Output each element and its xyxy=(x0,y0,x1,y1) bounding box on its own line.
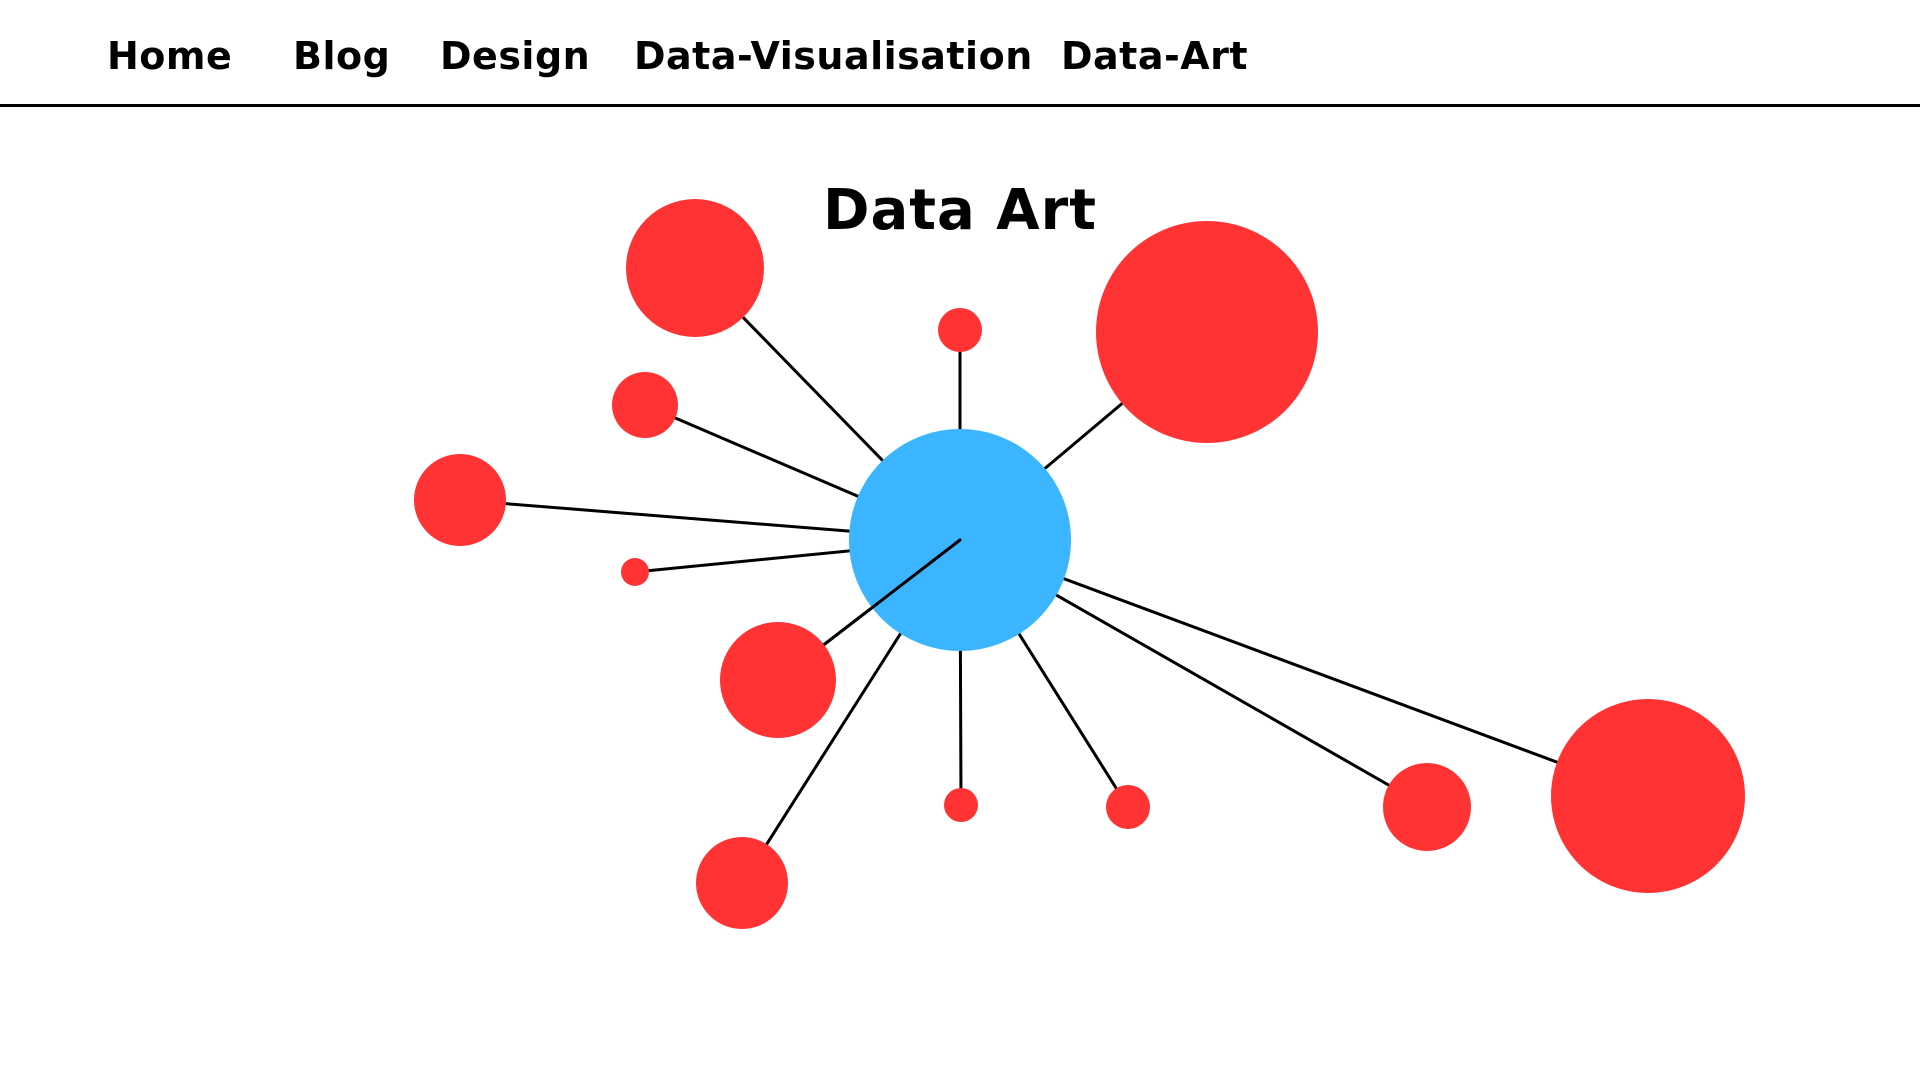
node-circle xyxy=(621,558,649,586)
node-circle xyxy=(696,837,788,929)
nav-design-link[interactable]: Design xyxy=(440,34,591,78)
node-circle xyxy=(720,622,836,738)
node-circle xyxy=(414,454,506,546)
node-circle xyxy=(944,788,978,822)
node-circle xyxy=(626,199,764,337)
node-circle xyxy=(1551,699,1745,893)
nav-blog-link[interactable]: Blog xyxy=(293,34,391,78)
node-circle xyxy=(1383,763,1471,851)
title-container: Data Art xyxy=(760,178,1160,243)
nav-data-art-link[interactable]: Data-Art xyxy=(1061,34,1249,78)
page-title: Data Art xyxy=(822,178,1098,243)
node-circle xyxy=(1096,221,1318,443)
nav-home-link[interactable]: Home xyxy=(107,34,233,78)
node-circle xyxy=(1106,785,1150,829)
node-circle xyxy=(938,308,982,352)
nodes xyxy=(414,199,1745,929)
node-circle xyxy=(612,372,678,438)
top-navigation: Home Blog Design Data-Visualisation Data… xyxy=(0,0,1920,107)
spoke-line xyxy=(958,538,1650,798)
nav-data-visualisation-link[interactable]: Data-Visualisation xyxy=(634,34,1033,78)
